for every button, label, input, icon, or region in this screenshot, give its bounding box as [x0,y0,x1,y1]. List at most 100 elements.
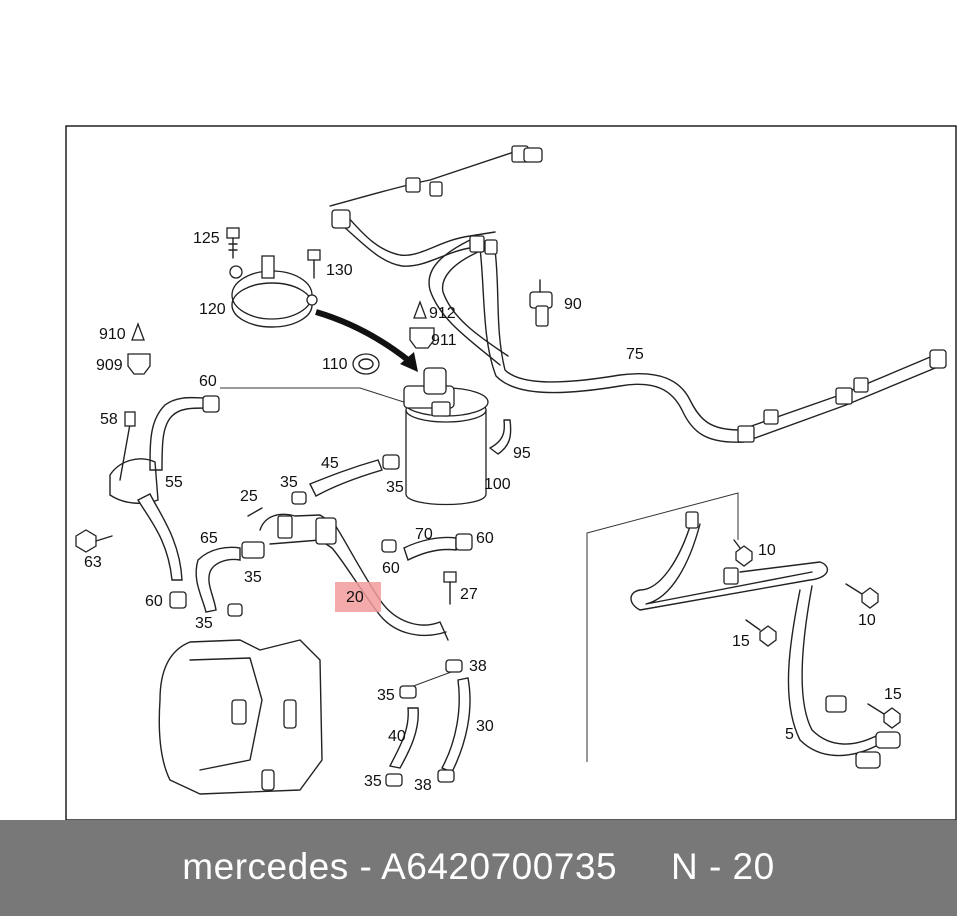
connector-75c [429,181,443,197]
bolt-27 [443,571,457,605]
label-90: 90 [564,296,582,313]
hose-30 [441,677,471,773]
hose-45 [309,459,383,497]
bolt-63 [75,529,113,553]
label-10-b: 10 [858,612,876,629]
bolt-125 [226,227,240,259]
label-15-a: 15 [732,633,750,650]
hose-65 [195,546,241,613]
label-10-a: 10 [758,542,776,559]
label-100: 100 [484,476,511,493]
label-130: 130 [326,262,353,279]
hose-60-top [149,396,206,471]
clamp-38-b [437,769,455,783]
clamp-60-bottom [169,591,187,609]
label-25: 25 [240,488,258,505]
label-5: 5 [785,726,794,743]
tube-assembly-5 [630,511,901,769]
label-63: 63 [84,554,102,571]
pipe-58 [119,423,131,481]
bracket-95 [489,419,512,455]
connector-75a [331,209,351,229]
clamp-60-top [202,395,220,413]
connector-75f [469,235,485,253]
nut-130 [307,249,321,279]
label-35-f: 35 [364,773,382,790]
clamp-ring-120 [229,255,318,328]
label-15-b: 15 [884,686,902,703]
label-70: 70 [415,526,433,543]
connector-75k [853,377,869,393]
label-910: 910 [99,326,126,343]
detail-callout-line [586,492,739,762]
sensor-90 [529,279,553,327]
clamp-35-e [399,685,417,699]
bolt-15-b [867,703,901,729]
label-45: 45 [321,455,339,472]
label-35-a: 35 [280,474,298,491]
label-912: 912 [429,305,456,322]
connector-75h [737,425,755,443]
sensor-910 [131,322,145,341]
fuel-line-75-b [335,219,941,443]
clamp-35-f [385,773,403,787]
label-38-a: 38 [469,658,487,675]
clamp-38-a [445,659,463,673]
label-75: 75 [626,346,644,363]
clip-25 [247,507,263,517]
label-58: 58 [100,411,118,428]
connector-75i [763,409,779,425]
part-number-caption: mercedes - A6420700735 N - 20 [182,846,775,887]
label-20: 20 [346,589,364,606]
caption-bar: mercedes - A6420700735 N - 20 [0,820,957,916]
fuel-filter-100 [403,367,489,506]
sensor-58 [124,411,136,427]
label-35-c: 35 [244,569,262,586]
label-35-e: 35 [377,687,395,704]
hose-70 [403,536,457,561]
label-60-mid: 60 [382,560,400,577]
label-35-b: 35 [386,479,404,496]
clamp-35-d [241,541,265,559]
connector-911 [409,327,435,349]
label-30: 30 [476,718,494,735]
connector-909 [127,353,151,375]
label-65: 65 [200,530,218,547]
label-27: 27 [460,586,478,603]
hose-40 [388,707,419,769]
connector-75j [835,387,853,405]
label-110: 110 [322,356,348,373]
pointer-arrowhead [400,352,418,372]
highlight-20 [335,582,381,612]
callout-line-120 [220,387,411,405]
label-60-bottom: 60 [145,593,163,610]
bolt-10-b [845,583,879,609]
label-125: 125 [193,230,220,247]
fuel-line-75 [329,149,936,431]
fuel-pump [158,639,323,795]
connector-25 [277,515,293,539]
label-38-b: 38 [414,777,432,794]
label-60-right: 60 [476,530,494,547]
connector-75l [929,349,947,369]
fuel-line-branch [428,239,509,366]
clamp-60-mid [381,539,397,553]
label-60-top: 60 [199,373,217,390]
label-40: 40 [388,728,406,745]
label-55: 55 [165,474,183,491]
connector-75e [523,147,543,163]
clamp-60-right [455,533,473,551]
pointer-arrow [315,309,410,363]
connector-75g [484,239,498,255]
bolt-15-a [745,619,777,647]
clamp-35-b [291,491,307,505]
label-909: 909 [96,357,123,374]
clamp-35-a [382,454,400,470]
sensor-912 [413,300,427,319]
hose-55 [137,493,183,581]
bolt-10-a [733,539,753,567]
label-35-d: 35 [195,615,213,632]
label-911: 911 [431,332,457,349]
label-95: 95 [513,445,531,462]
